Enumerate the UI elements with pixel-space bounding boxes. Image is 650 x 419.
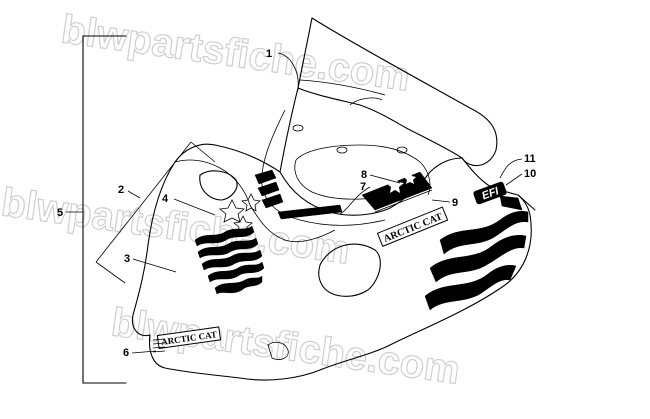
flame-graphics-left — [194, 225, 265, 295]
callout-10: 10 — [524, 168, 536, 180]
dash-shroud — [292, 124, 431, 200]
callouts: 1 2 3 4 5 6 7 8 9 10 11 — [57, 48, 536, 359]
callout-3: 3 — [124, 253, 130, 265]
efi-text: EFI — [480, 185, 501, 202]
hood-body — [131, 109, 536, 381]
watermark-text-middle: blwpartsfiche.com — [0, 180, 353, 272]
efi-decal: EFI — [473, 181, 507, 205]
callout-1: 1 — [266, 48, 272, 60]
callout-2: 2 — [118, 184, 124, 196]
headlight-pods — [199, 170, 381, 360]
star-decals — [219, 193, 261, 234]
watermark-text-top: blwpartsfiche.com — [59, 7, 413, 99]
callout-9: 9 — [452, 197, 458, 209]
callout-6: 6 — [123, 347, 129, 359]
callout-11: 11 — [524, 153, 536, 165]
star-panel-decal — [361, 171, 433, 213]
flame-graphics-right — [424, 195, 529, 311]
vent-grille — [254, 169, 343, 220]
bracket-5 — [66, 35, 127, 384]
callout-4: 4 — [162, 193, 169, 205]
windshield — [279, 17, 498, 173]
leader-lines — [131, 52, 523, 354]
nose-vents — [152, 338, 166, 353]
callout-8: 8 — [361, 169, 367, 181]
brand-decal-side: ARCTIC CAT — [376, 206, 449, 247]
brand-decal-nose: ARCTIC CAT — [156, 326, 222, 349]
callout-7: 7 — [360, 181, 366, 193]
callout-5: 5 — [57, 207, 63, 219]
